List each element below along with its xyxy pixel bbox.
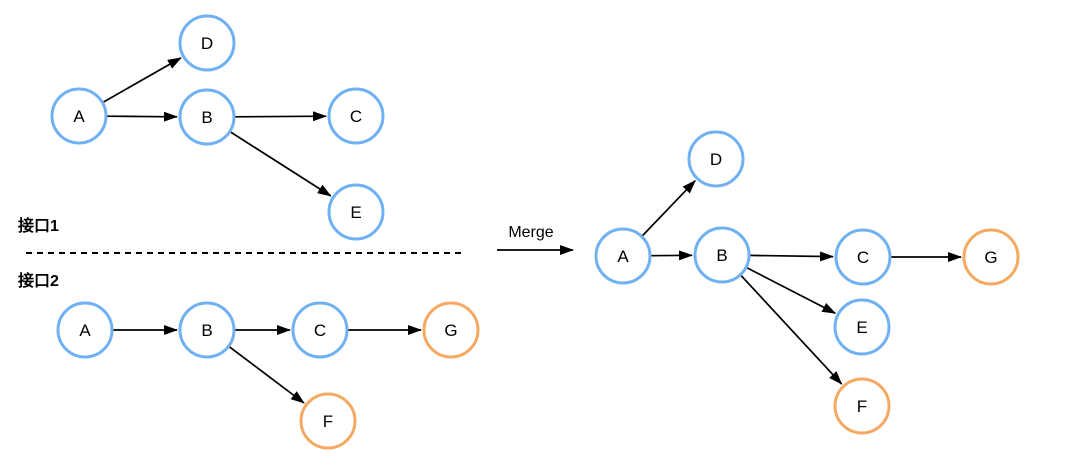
node-merged-G bbox=[962, 228, 1020, 286]
node-interface1-E bbox=[327, 183, 385, 241]
node-interface2-G bbox=[422, 301, 480, 359]
node-merged-D bbox=[687, 130, 745, 188]
layer-edges bbox=[102, 57, 962, 404]
node-label-interface2-G: G bbox=[444, 321, 457, 340]
interface1-label: 接口1 bbox=[18, 216, 59, 235]
node-label-interface1-D: D bbox=[201, 34, 213, 53]
node-merged-B bbox=[693, 226, 751, 284]
node-interface2-F bbox=[299, 392, 357, 450]
node-label-merged-A: A bbox=[617, 247, 629, 266]
edge-interface2-B-F bbox=[228, 345, 305, 404]
merge-label: Merge bbox=[508, 224, 553, 241]
node-label-merged-D: D bbox=[710, 150, 722, 169]
node-interface2-B bbox=[178, 301, 236, 359]
node-label-merged-F: F bbox=[857, 397, 867, 416]
node-interface2-C bbox=[291, 301, 349, 359]
node-label-interface2-C: C bbox=[314, 321, 326, 340]
edge-merged-A-D bbox=[641, 179, 696, 238]
node-label-interface1-C: C bbox=[350, 107, 362, 126]
node-interface2-A bbox=[56, 301, 114, 359]
edge-merged-B-E bbox=[745, 266, 837, 315]
node-label-interface2-F: F bbox=[323, 412, 333, 431]
node-interface1-A bbox=[50, 87, 108, 145]
layer-annotations: 接口1 接口2 Merge bbox=[18, 216, 574, 290]
node-merged-A bbox=[594, 227, 652, 285]
node-label-merged-B: B bbox=[716, 246, 727, 265]
node-merged-E bbox=[833, 298, 891, 356]
node-label-interface1-B: B bbox=[201, 108, 212, 127]
layer-nodes: A D B C E A B C G F A D B C G E F bbox=[50, 14, 1020, 450]
node-label-interface2-B: B bbox=[201, 321, 212, 340]
node-label-interface2-A: A bbox=[79, 321, 91, 340]
node-interface1-B bbox=[178, 88, 236, 146]
node-interface1-C bbox=[327, 87, 385, 145]
node-label-interface1-E: E bbox=[350, 203, 361, 222]
edge-interface1-B-C bbox=[233, 111, 327, 122]
node-label-merged-E: E bbox=[856, 318, 867, 337]
edge-interface1-B-E bbox=[229, 130, 332, 197]
node-label-merged-G: G bbox=[984, 248, 997, 267]
node-merged-C bbox=[834, 228, 892, 286]
edge-interface1-A-D bbox=[102, 57, 182, 104]
edge-merged-B-C bbox=[748, 251, 834, 262]
node-interface1-D bbox=[178, 14, 236, 72]
node-merged-F bbox=[833, 377, 891, 435]
node-label-merged-C: C bbox=[857, 248, 869, 267]
interface2-label: 接口2 bbox=[18, 271, 59, 290]
edge-merged-B-F bbox=[739, 274, 843, 385]
node-label-interface1-A: A bbox=[73, 107, 85, 126]
edge-interface1-A-B bbox=[105, 111, 178, 122]
